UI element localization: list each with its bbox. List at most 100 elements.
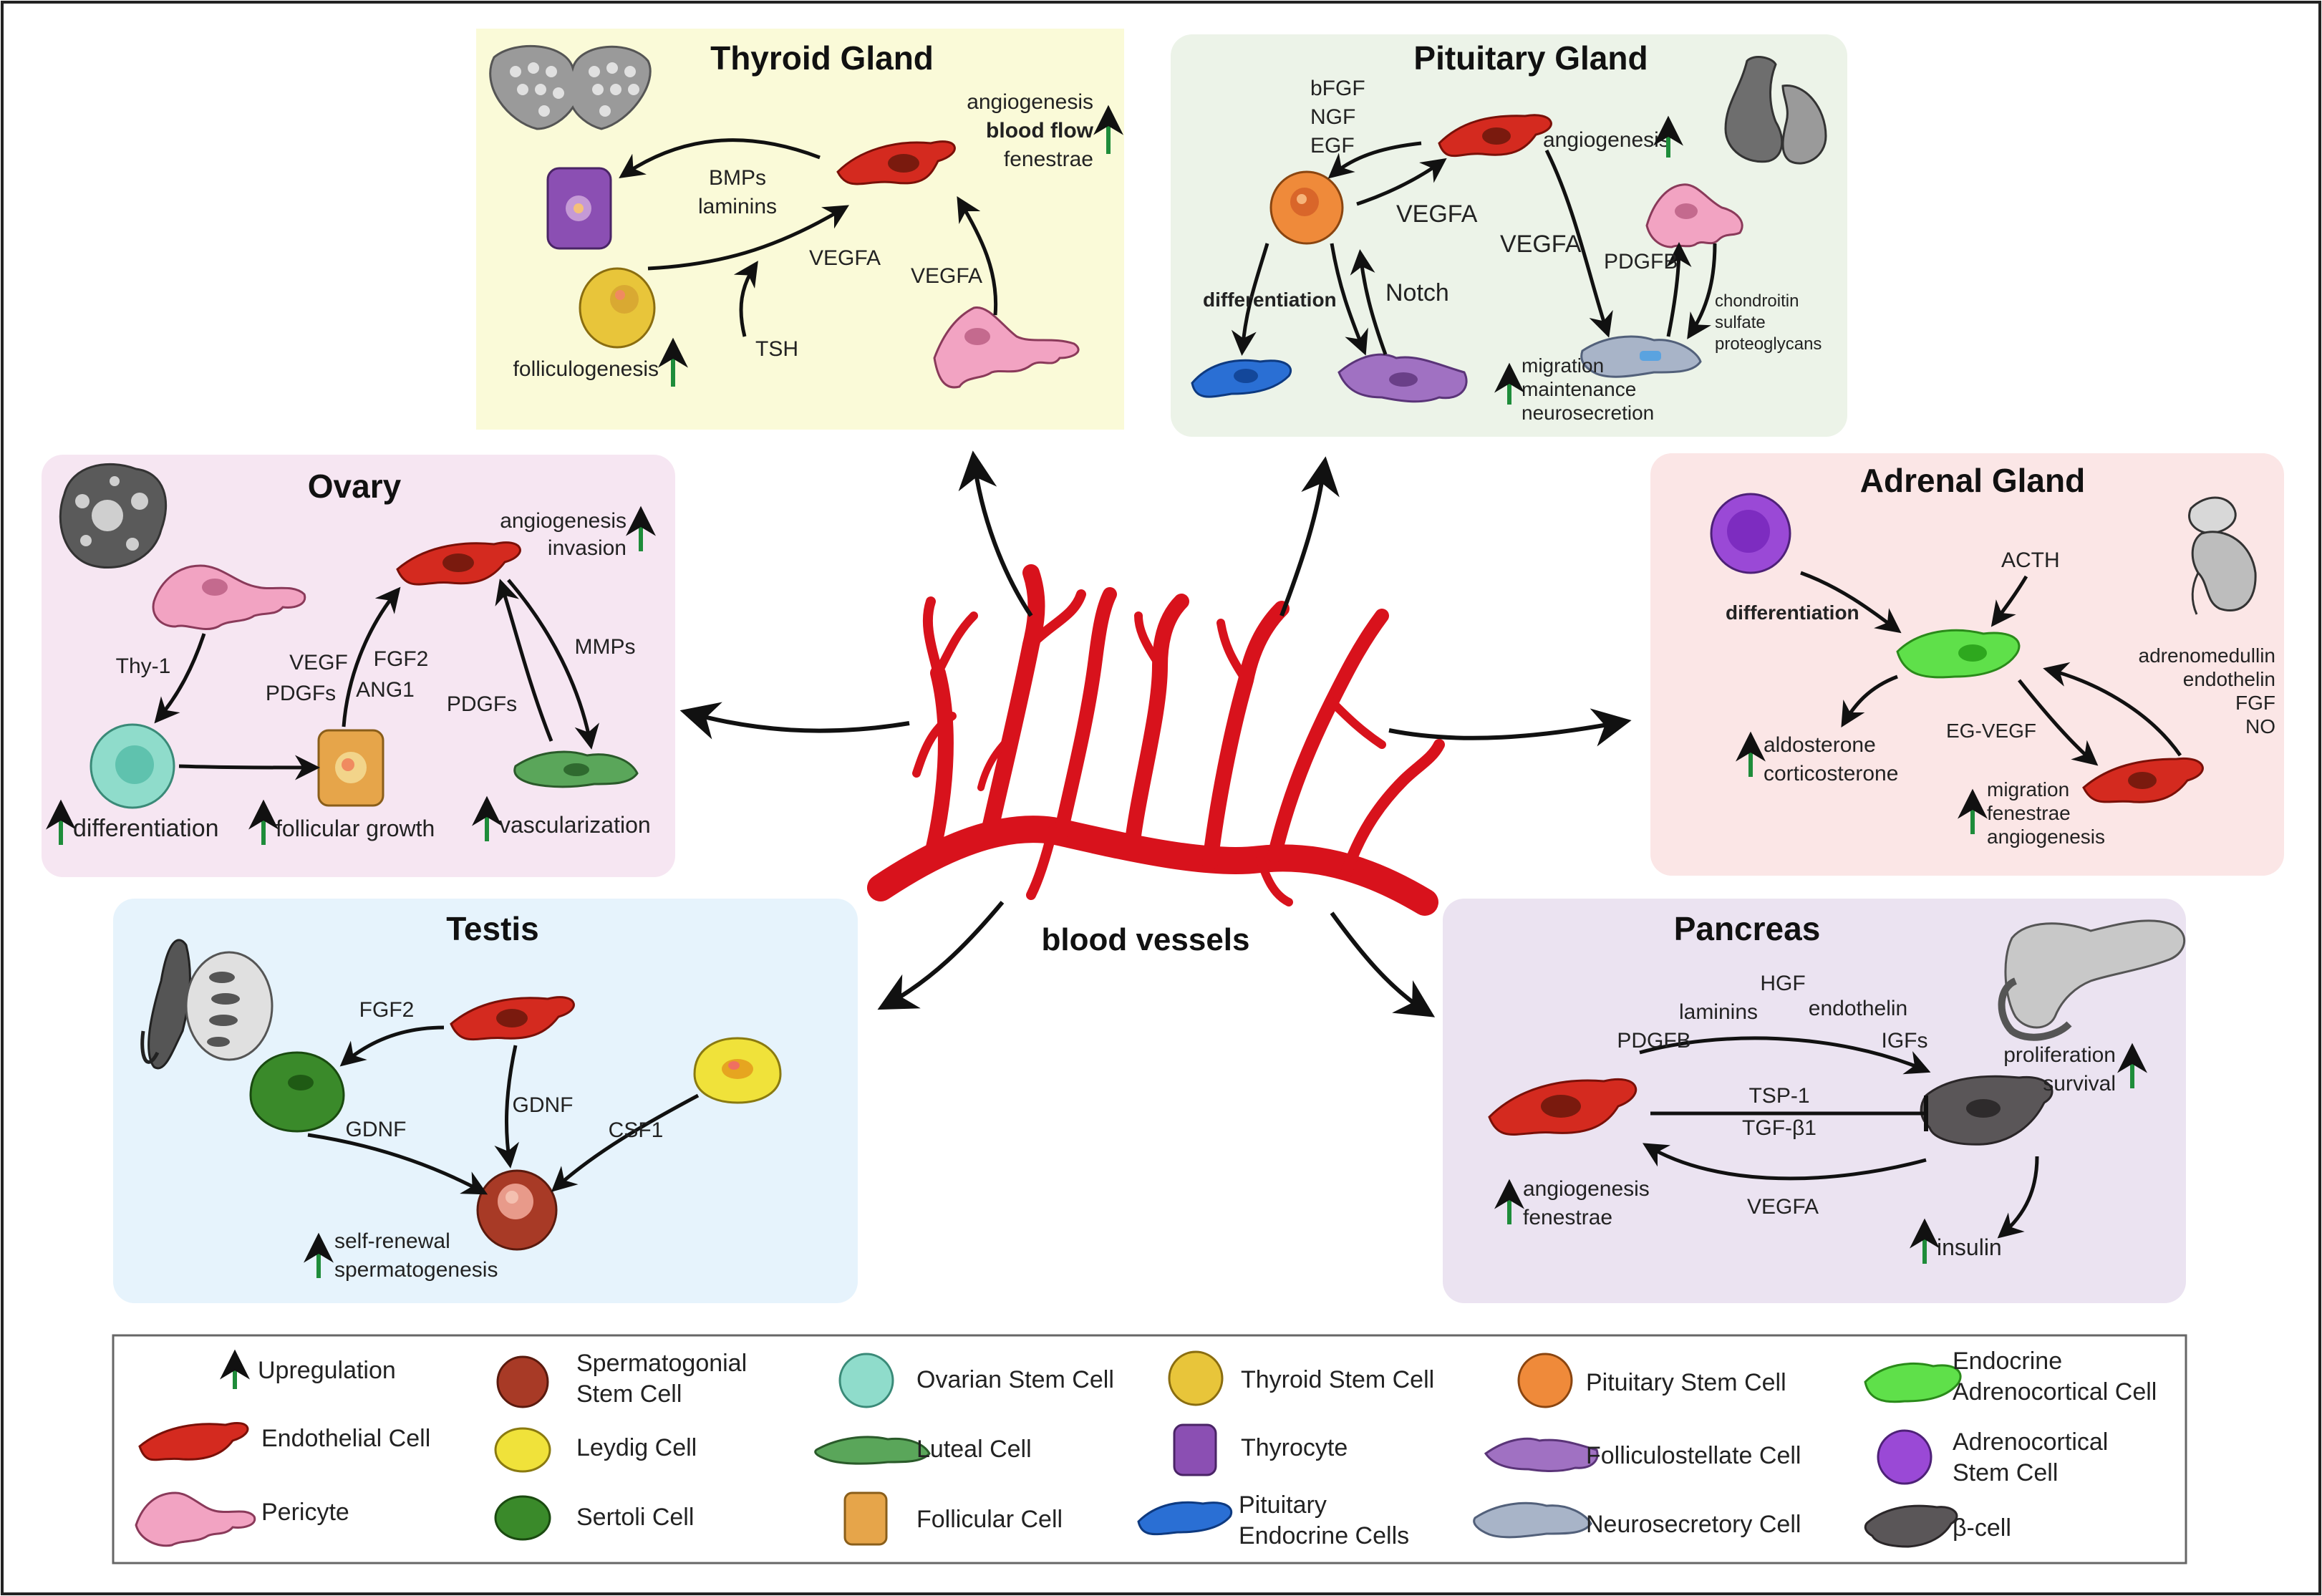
testis-fgf2-label: FGF2 — [359, 998, 415, 1022]
adrenal-endothelial-cell — [2082, 757, 2204, 803]
legend-sertoli-icon — [494, 1495, 551, 1541]
arrow-to-pancreas — [1330, 911, 1436, 1017]
pancreas-laminins-label: laminins — [1679, 1000, 1758, 1024]
adrenal-acth-label: ACTH — [2001, 548, 2060, 572]
legend-thyroid-stem-label: Thyroid Stem Cell — [1241, 1366, 1434, 1393]
thyroid-title: Thyroid Gland — [710, 39, 934, 77]
adrenocortical-stem-cell — [1710, 493, 1791, 574]
arrow-to-pituitary — [1279, 456, 1340, 617]
ovary-group: Ovary T — [46, 463, 656, 845]
adrenal-migration-label: migration — [1987, 778, 2069, 801]
ovary-luteal-cell — [513, 750, 639, 788]
arrow-ovary-follicular-to-endothelial — [342, 586, 401, 727]
adrenal-title: Adrenal Gland — [1860, 462, 2085, 499]
legend-neurosecretory-label: Neurosecretory Cell — [1586, 1511, 1801, 1538]
testis-self-renewal-label: self-renewal — [334, 1229, 450, 1253]
legend-endothelial-icon — [138, 1421, 249, 1461]
adrenal-fgf-label: FGF — [2235, 692, 2275, 714]
pituitary-neurosecretory-cell — [1580, 335, 1702, 378]
legend-pericyte-label: Pericyte — [261, 1499, 349, 1526]
pancreas-title: Pancreas — [1674, 910, 1821, 947]
legend-pituitary-endocrine-icon — [1137, 1501, 1233, 1536]
legend-neurosecretory-icon — [1473, 1501, 1592, 1539]
arrow-pit-endothelial-to-stem — [1327, 141, 1422, 179]
thyroid-laminins-label: laminins — [698, 195, 777, 218]
legend-adrenocortical-stem-icon — [1877, 1429, 1932, 1485]
legend-pituitary-stem-icon — [1517, 1353, 1573, 1408]
pancreas-organ-icon — [1998, 919, 2186, 1041]
pituitary-endothelial-cell — [1438, 114, 1552, 158]
legend-beta-label: β-cell — [1953, 1514, 2011, 1542]
thyroid-stem-cell — [579, 267, 656, 349]
legend-adreno-stem-label-2: Stem Cell — [1953, 1459, 2058, 1486]
adrenal-organ-icon — [2188, 496, 2257, 615]
legend-folliculostellate-label: Folliculostellate Cell — [1586, 1442, 1801, 1469]
arrow-pit-stem-to-endothelial — [1356, 158, 1447, 206]
leydig-cell — [693, 1037, 782, 1104]
central-arrows — [679, 450, 1632, 1017]
endocrine-adrenocortical-cell — [1896, 629, 2021, 679]
ovary-thy1-label: Thy-1 — [116, 654, 171, 678]
pit-sulfate-label: sulfate — [1715, 313, 1766, 332]
pit-neurosecretion-label: neurosecretion — [1522, 402, 1654, 424]
legend-leydig-label: Leydig Cell — [576, 1434, 697, 1461]
testis-group: Testis FGF2 GDNF — [140, 910, 782, 1282]
arrow-pit-to-folliculostellate — [1330, 243, 1368, 356]
arrow-pit-vegfa-to-neuro — [1544, 149, 1613, 338]
legend-ovarian-stem-icon — [838, 1353, 894, 1408]
thyroid-angiogenesis-label: angiogenesis — [967, 90, 1093, 114]
adrenal-fenestrae-label: fenestrae — [1987, 802, 2071, 824]
legend-sperm-label-2: Stem Cell — [576, 1380, 682, 1408]
pancreas-hgf-label: HGF — [1760, 972, 1805, 995]
pit-notch-label: Notch — [1385, 279, 1449, 306]
testis-organ-icon — [140, 939, 274, 1070]
pancreas-fenestrae-label: fenestrae — [1523, 1206, 1612, 1229]
arrow-pit-differentiation — [1231, 243, 1269, 356]
thyroid-vegfa-1-label: VEGFA — [809, 246, 881, 270]
adrenal-group: Adrenal Gland ACTH differentiation adren — [1710, 462, 2275, 848]
pancreas-endothelin-label: endothelin — [1809, 997, 1907, 1020]
testis-spermatogenesis-label: spermatogenesis — [334, 1258, 498, 1282]
arrow-ovary-thy1 — [154, 633, 206, 724]
arrow-pit-chondroitin — [1687, 243, 1717, 339]
arrow-testis-fgf2 — [339, 1025, 445, 1067]
legend-endo-adreno-label-2: Adrenocortical Cell — [1953, 1378, 2157, 1406]
adrenal-adrenomedullin-label: adrenomedullin — [2139, 644, 2275, 667]
ovary-differentiation-label: differentiation — [73, 815, 219, 842]
ovary-title: Ovary — [308, 468, 402, 505]
ovary-organ-icon — [59, 463, 167, 569]
thyroid-fenestrae-label: fenestrae — [1004, 147, 1093, 171]
legend-pericyte-icon — [135, 1491, 256, 1547]
adrenal-eg-vegf-label: EG-VEGF — [1946, 720, 2036, 742]
pituitary-stem-cell — [1269, 170, 1344, 245]
pancreas-pdgfb-label: PDGFB — [1617, 1029, 1690, 1053]
pancreas-angiogenesis-label: angiogenesis — [1523, 1177, 1650, 1201]
thyroid-endothelial-cell — [836, 140, 956, 185]
thyroid-organ-icon — [489, 44, 652, 130]
arrow-adrenal-acth — [1990, 575, 2028, 627]
pit-angiogenesis-label: angiogenesis — [1543, 128, 1670, 152]
pituitary-folliculostellate-cell — [1337, 353, 1468, 403]
arrow-pit-pdgfb — [1666, 242, 1692, 337]
legend-sertoli-label: Sertoli Cell — [576, 1504, 694, 1531]
arrow-to-testis — [877, 901, 1005, 1010]
legend-folliculostellate-icon — [1484, 1437, 1599, 1472]
pancreas-tsp1-label: TSP-1 — [1748, 1084, 1809, 1108]
spermatogonial-stem-cell — [476, 1169, 558, 1251]
pancreas-endothelial-cell — [1488, 1078, 1638, 1136]
testis-csf1-label: CSF1 — [609, 1118, 664, 1142]
pit-vegfa-1-label: VEGFA — [1396, 200, 1478, 228]
legend-adreno-stem-label-1: Adrenocortical — [1953, 1428, 2108, 1456]
pit-bfgf-label: bFGF — [1310, 77, 1365, 100]
ovary-ang1-label: ANG1 — [356, 678, 415, 702]
pituitary-group: Pituitary Gland — [1191, 39, 1827, 424]
legend-spermatogonial-icon — [496, 1355, 549, 1408]
pancreas-group: Pancreas HGF laminins endothelin PDGFB I… — [1488, 910, 2186, 1264]
legend-luteal-label: Luteal Cell — [916, 1436, 1032, 1463]
legend-pit-endo-label-2: Endocrine Cells — [1239, 1522, 1409, 1549]
arrow-stem-to-endothelial — [647, 205, 850, 271]
arrow-ovary-mmps — [507, 579, 600, 750]
arrow-testis-gdnf-sertoli — [307, 1133, 488, 1195]
ovary-follicular-growth-label: follicular growth — [276, 816, 435, 841]
